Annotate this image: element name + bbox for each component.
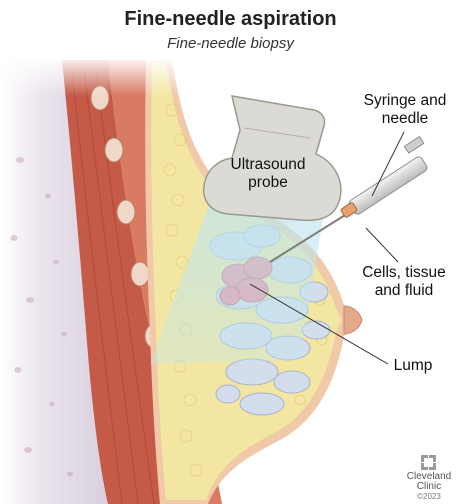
diagram-subtitle: Fine-needle biopsy (0, 35, 461, 52)
leader-cells (366, 228, 398, 262)
logo-year: ©2023 (398, 492, 460, 501)
cleveland-clinic-logo: Cleveland Clinic ©2023 (398, 452, 460, 501)
top-fade (0, 56, 461, 96)
label-syringe-and-needle: Syringe and needle (350, 92, 460, 128)
label-lump: Lump (388, 357, 438, 375)
logo-name: Cleveland Clinic (398, 472, 460, 492)
label-cells-tissue-fluid: Cells, tissue and fluid (349, 264, 459, 300)
label-ultrasound-probe: Ultrasound probe (218, 156, 318, 192)
diagram-title: Fine-needle aspiration (0, 8, 461, 31)
nipple (344, 306, 362, 334)
